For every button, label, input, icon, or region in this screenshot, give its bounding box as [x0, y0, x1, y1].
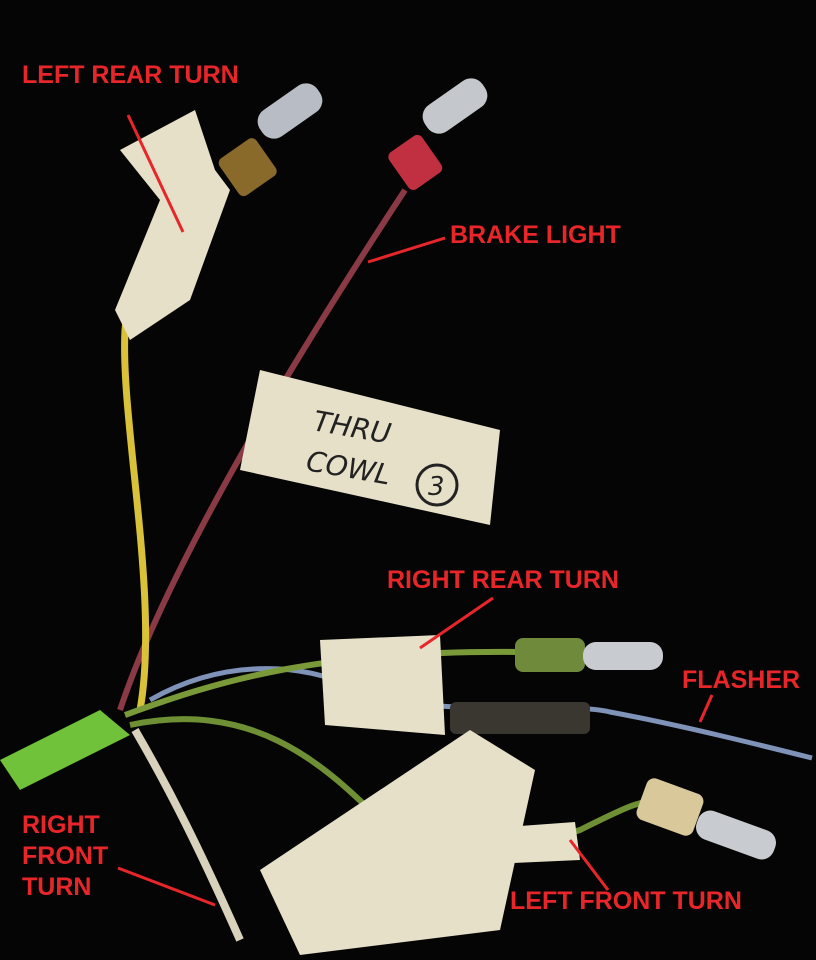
label-brake-light: BRAKE LIGHT [450, 221, 621, 249]
svg-text:3: 3 [428, 472, 445, 502]
label-flasher: FLASHER [682, 666, 801, 694]
right-rear-turn-wire [123, 648, 521, 718]
label-line: TURN [22, 873, 92, 901]
label-right-rear-turn: RIGHT REAR TURN [387, 566, 619, 594]
label-left-front-turn: LEFT FRONT TURN [510, 887, 742, 915]
label-line: FRONT [22, 842, 109, 870]
label-line: RIGHT [22, 811, 100, 839]
label-left-rear-turn: LEFT REAR TURN [22, 61, 239, 89]
green-sleeve [0, 710, 130, 790]
masking-tape [115, 110, 580, 955]
label-right-front-turn: RIGHT FRONT TURN [22, 810, 108, 903]
bullet-connectors [218, 78, 776, 860]
leader-lines [117, 114, 714, 907]
right-front-turn-wire [131, 727, 244, 942]
